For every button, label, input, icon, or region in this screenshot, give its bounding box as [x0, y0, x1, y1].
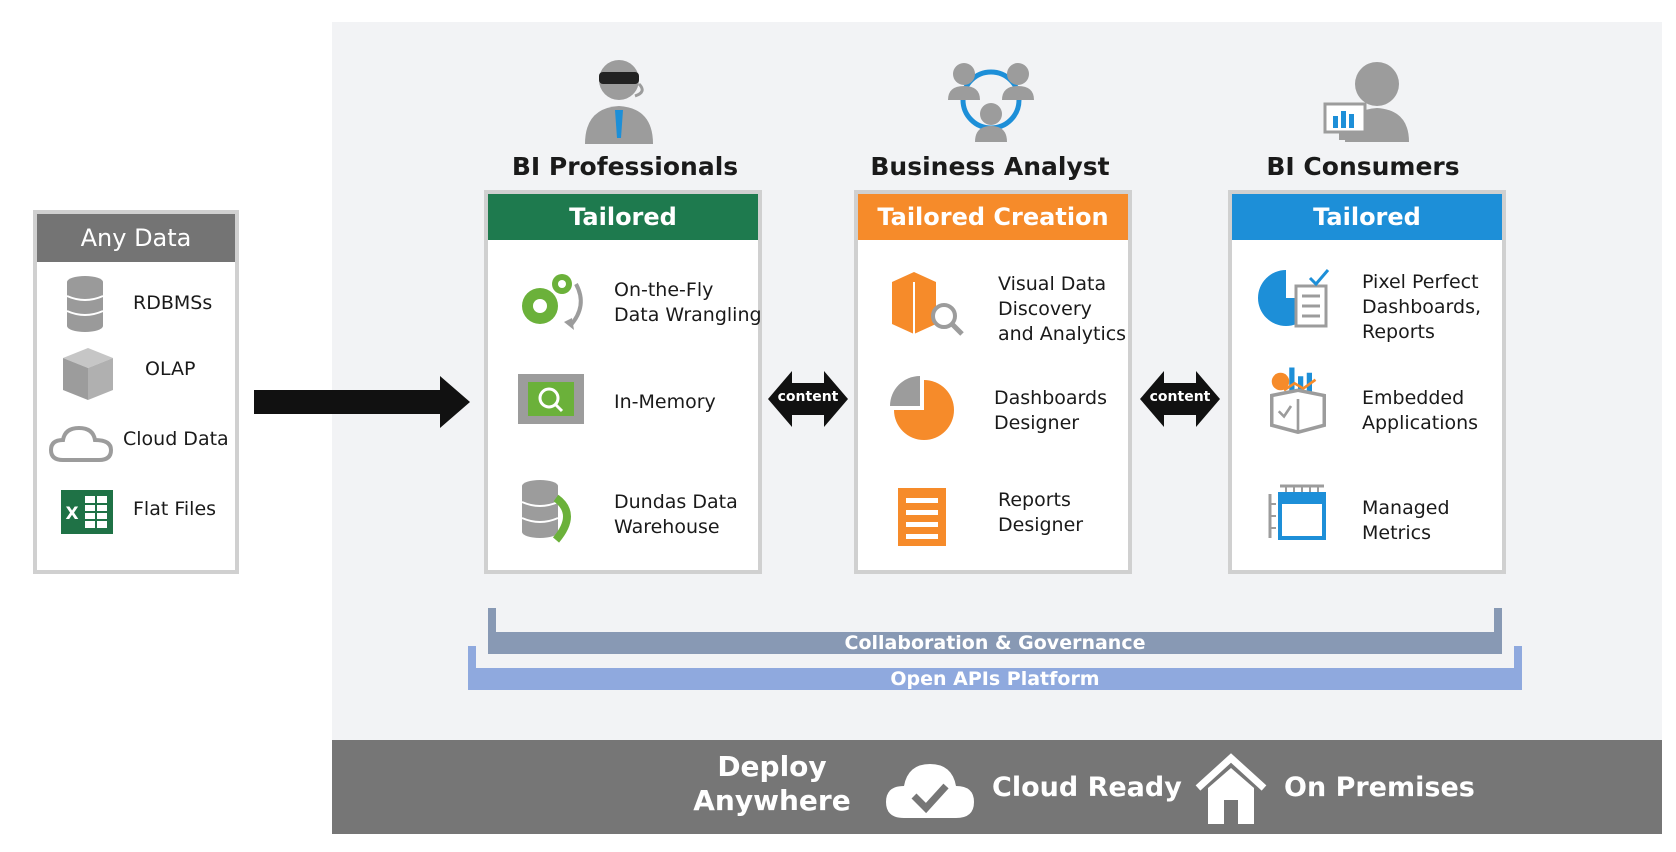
deploy-cloud-ready: Cloud Ready [992, 772, 1182, 803]
card-row-label: Pixel Perfect Dashboards, Reports [1362, 271, 1482, 343]
cloud-icon [48, 425, 114, 462]
deploy-on-premises: On Premises [1284, 772, 1475, 803]
card-tailored-creation: Tailored Creation Visual Data Discovery … [854, 190, 1132, 574]
open-apis-bracket-left [468, 646, 476, 686]
deploy-title: Deploy Anywhere [693, 750, 851, 817]
any-data-item: RDBMSs [37, 272, 235, 332]
cube-icon [63, 348, 113, 400]
content-arrow-1: content [768, 371, 848, 427]
card-row-label: In-Memory [614, 391, 716, 413]
persona-title: BI Consumers [1266, 152, 1460, 181]
card-tailored-preparation: Tailored Preparation On-the-Fly Data Wra… [484, 190, 762, 574]
cloud-check-icon [886, 764, 974, 818]
card-header: Tailored Preparation [488, 194, 758, 277]
gears-refresh-icon [522, 274, 583, 330]
card-row-label: Dashboards Designer [994, 387, 1107, 434]
content-arrow-2: content [1140, 371, 1220, 427]
collaboration-governance-bar: Collaboration & Governance [488, 632, 1502, 654]
pie-chart-icon [890, 376, 954, 440]
open-apis-platform-bar: Open APIs Platform [468, 668, 1522, 690]
any-data-title: Any Data [37, 214, 235, 262]
database-icon [66, 276, 104, 332]
card-header: Tailored Consumption [1232, 194, 1502, 277]
excel-icon: X [61, 490, 113, 534]
card-row-label: Reports Designer [998, 489, 1084, 536]
collab-bracket-left [488, 608, 496, 648]
card-header: Tailored Creation [858, 194, 1128, 240]
data-flow-arrow [254, 376, 470, 428]
content-arrow-label: content [777, 389, 839, 405]
any-data-item: OLAP [37, 344, 235, 404]
deploy-strip: Deploy Anywhere Cloud Ready On Premises [332, 740, 1662, 834]
any-data-box: Any Data RDBMSs OLAP Cloud Data [33, 210, 239, 574]
card-row-label: Embedded Applications [1362, 387, 1479, 434]
double-arrow-icon [1140, 371, 1220, 427]
any-data-label: OLAP [145, 358, 196, 380]
any-data-item: X Flat Files [37, 484, 235, 544]
persona-title: Business Analyst [870, 152, 1110, 181]
business-analyst-icon [948, 63, 1034, 142]
embedded-box-icon [1270, 367, 1326, 434]
svg-text:X: X [65, 504, 78, 524]
card-tailored-consumption: Tailored Consumption Pixel Perfect Dashb… [1228, 190, 1506, 574]
bi-consumer-icon [1323, 62, 1409, 142]
open-apis-bracket-right [1514, 646, 1522, 686]
card-row-label: Dundas Data Warehouse [614, 491, 738, 538]
content-arrow-label: content [1149, 389, 1211, 405]
card-row-label: Managed Metrics [1362, 497, 1450, 544]
collab-bracket-right [1494, 608, 1502, 648]
house-icon [1195, 753, 1267, 824]
metrics-icon [1268, 484, 1326, 540]
card-row-label: Visual Data Discovery and Analytics [998, 273, 1127, 345]
data-discovery-icon [892, 272, 964, 336]
report-list-icon [898, 488, 946, 546]
any-data-label: Cloud Data [123, 428, 229, 450]
any-data-label: Flat Files [133, 498, 217, 520]
persona-title: BI Professionals [511, 152, 739, 181]
double-arrow-icon [768, 371, 848, 427]
data-warehouse-icon [521, 480, 571, 543]
card-row-label: On-the-Fly Data Wrangling [614, 279, 762, 326]
any-data-item: Cloud Data [37, 414, 235, 474]
dashboard-report-icon [1258, 269, 1330, 328]
in-memory-icon [518, 374, 584, 424]
any-data-label: RDBMSs [133, 292, 213, 314]
bi-professional-icon [585, 60, 653, 144]
